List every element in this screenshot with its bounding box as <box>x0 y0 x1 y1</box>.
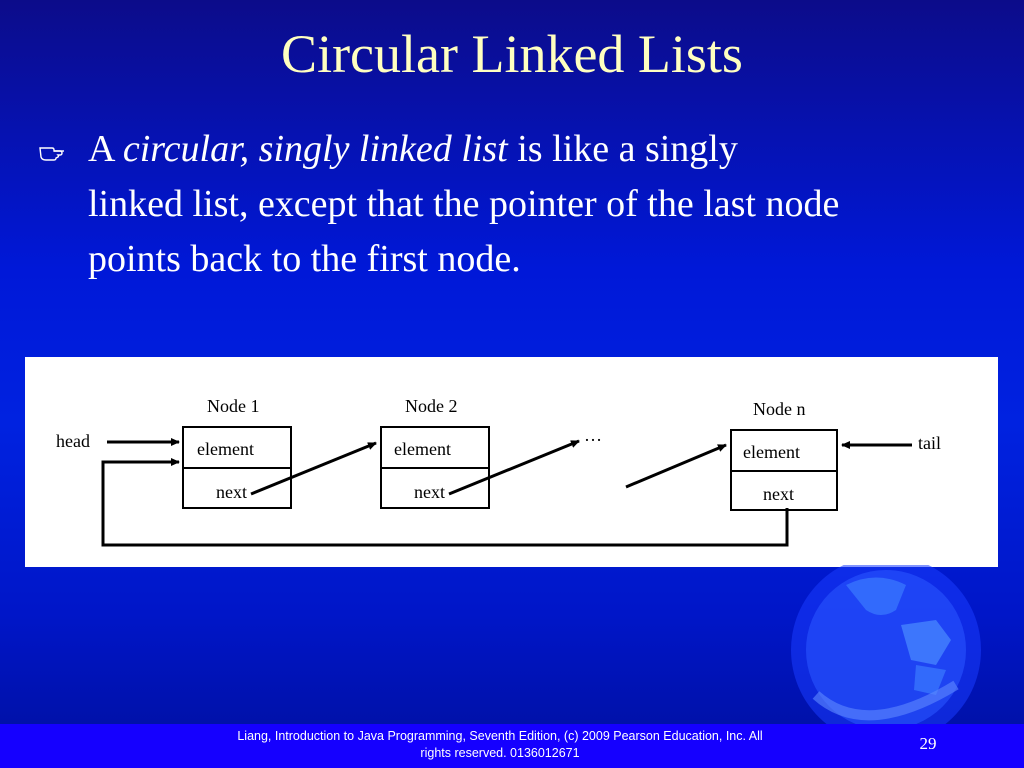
bullet-text: A circular, singly linked list is like a… <box>88 122 1008 287</box>
node-n-element: element <box>743 442 800 462</box>
footer-line2: rights reserved. 0136012671 <box>420 746 580 760</box>
footer-citation: Liang, Introduction to Java Programming,… <box>200 728 800 762</box>
pointing-hand-icon <box>39 147 64 161</box>
tail-label: tail <box>918 433 941 453</box>
slide-title: Circular Linked Lists <box>281 24 743 84</box>
incoming-node-n-arrow <box>625 443 727 489</box>
bullet-emphasis: circular, singly linked list <box>122 128 508 170</box>
footer-bar: Liang, Introduction to Java Programming,… <box>0 724 1024 768</box>
node-1: Node 1 element next <box>182 396 292 509</box>
node-1-title: Node 1 <box>207 396 260 416</box>
linked-list-diagram: Node 1 element next Node 2 element next … <box>25 357 998 567</box>
circular-back-link <box>101 460 789 547</box>
bullet-line3: points back to the first node. <box>88 238 521 280</box>
node-n-next: next <box>763 484 794 504</box>
footer-line1: Liang, Introduction to Java Programming,… <box>237 729 763 743</box>
ellipsis: … <box>584 425 602 445</box>
bullet-line1-rest: is like a singly <box>507 128 738 170</box>
node-n: Node n element next <box>730 399 838 511</box>
page-number: 29 <box>919 734 937 753</box>
node-1-element: element <box>197 439 254 459</box>
node-2-element: element <box>394 439 451 459</box>
node-2-next-arrow <box>448 439 580 496</box>
node-1-next-arrow <box>250 441 377 496</box>
bullet-prefix: A <box>88 128 123 170</box>
node-2-next: next <box>414 482 445 502</box>
bullet-line2: linked list, except that the pointer of … <box>88 183 840 225</box>
node-1-next: next <box>216 482 247 502</box>
node-n-title: Node n <box>753 399 806 419</box>
node-2: Node 2 element next <box>380 396 490 509</box>
head-label: head <box>56 431 90 451</box>
node-2-title: Node 2 <box>405 396 458 416</box>
globe-icon <box>791 565 981 725</box>
